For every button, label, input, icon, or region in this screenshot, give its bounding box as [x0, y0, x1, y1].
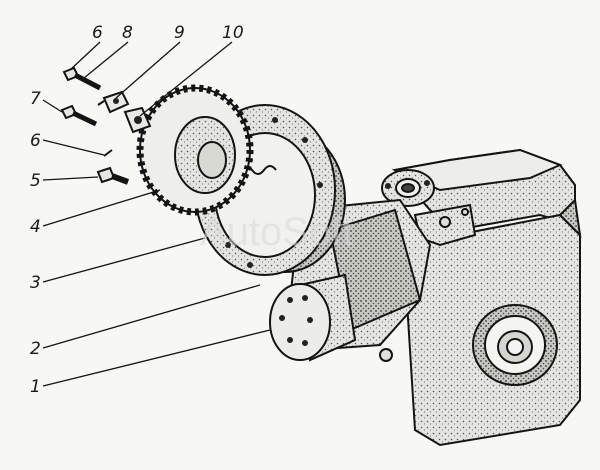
leader-6a	[69, 41, 101, 71]
leader-1	[42, 329, 271, 387]
callout-7: 7	[30, 89, 41, 109]
leader-7	[42, 99, 63, 113]
callout-9: 9	[174, 23, 185, 43]
watermark-text: AutoSoft	[200, 210, 353, 254]
callout-3: 3	[30, 273, 41, 293]
leader-8	[83, 41, 129, 79]
callout-4: 4	[30, 217, 41, 237]
callout-8: 8	[122, 23, 133, 43]
leader-3	[42, 237, 206, 283]
leader-10	[139, 41, 233, 117]
output-hub	[269, 273, 357, 362]
spur-gear	[136, 84, 254, 216]
leader-5	[42, 176, 99, 181]
callout-6b: 6	[30, 131, 41, 151]
fasteners	[60, 66, 152, 185]
callout-6a: 6	[92, 23, 103, 43]
leader-9	[115, 41, 181, 99]
callout-1: 1	[30, 377, 41, 397]
callout-10: 10	[222, 23, 244, 43]
callout-2: 2	[30, 339, 41, 359]
leader-2	[42, 284, 261, 349]
callout-5: 5	[30, 171, 41, 191]
leader-6b	[42, 139, 105, 156]
callout-labels: 1 2 3 4 5 6 6 7 8 9 10	[30, 23, 244, 397]
leader-lines	[42, 41, 271, 387]
leader-4	[42, 189, 161, 227]
